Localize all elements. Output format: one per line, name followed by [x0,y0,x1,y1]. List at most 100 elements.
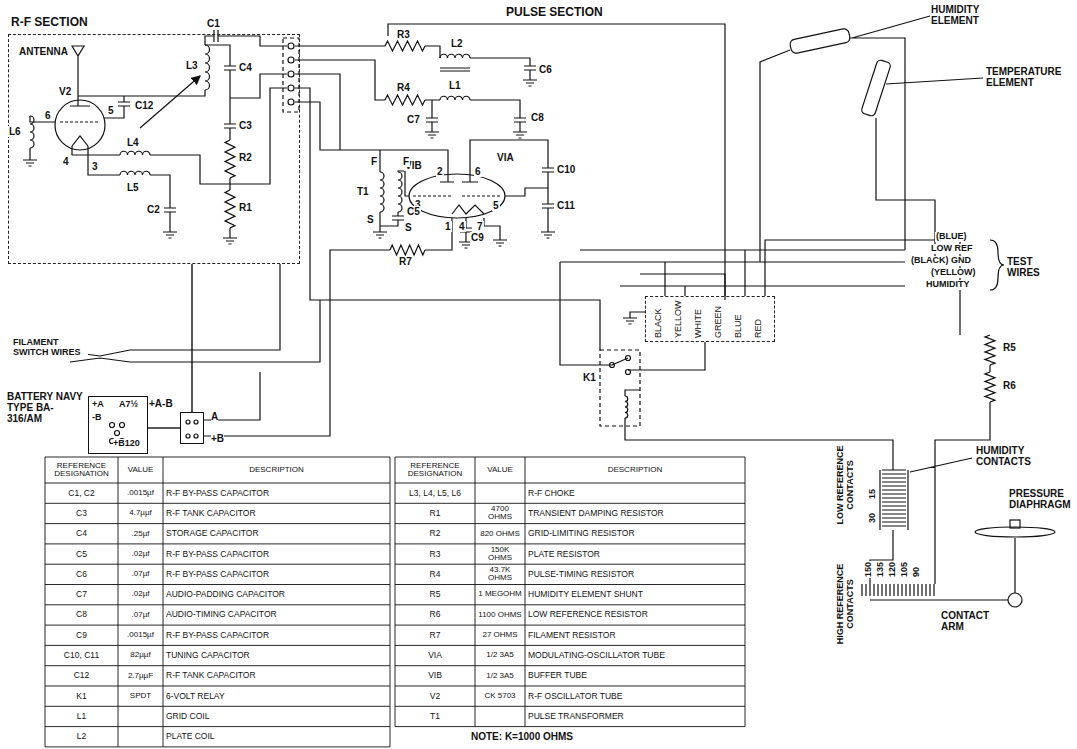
pin-label: -B [92,413,102,423]
coil-symbol [398,172,402,212]
table-cell: L3, L4, L5, L6 [395,483,475,503]
part-label: K1 [582,372,597,383]
part-label: F [402,156,410,167]
terminal-color: WHITE [694,309,704,338]
table-cell: 820 OHMS [475,524,525,544]
relay-housing [600,350,640,426]
resistor-symbol [985,372,995,402]
part-label: PRESSURE DIAPHRAGM [1008,488,1076,510]
generated-parts [23,41,995,747]
table-cell: AUDIO-PADDING CAPACITOR [163,585,390,605]
table-cell: PLATE RESISTOR [525,544,745,564]
part-label: (BLUE) [935,232,968,242]
callout-number: 150 [864,561,874,578]
table-cell: PULSE-TIMING RESISTOR [525,564,745,584]
part-label: C9 [470,232,485,243]
terminal-color: RED [754,319,764,338]
battery-box: BATTERY NAVY TYPE BA-316/AM+A-BA7½+B120 [88,396,148,454]
part-label: T1 [356,186,370,197]
part-label: C10 [556,164,576,175]
terminal-color: BLACK [654,308,664,338]
ground-symbol [493,240,507,246]
table-cell: .07µf [118,564,163,584]
coil-symbol [440,96,470,100]
resistor-symbol [390,245,425,255]
table-cell: CK 5703 [475,686,525,706]
pin-label: +B120 [113,439,140,449]
wires [30,16,1055,607]
filament [72,136,88,146]
part-label: R7 [398,256,413,267]
callout-number: 135 [876,561,886,578]
terminal-color: BLUE [734,314,744,338]
table-cell: C10, C11 [45,645,118,665]
table-cell: 27 OHMS [475,625,525,645]
table-cell: R-F BY-PASS CAPACITOR [163,564,390,584]
table-cell: STORAGE CAPACITOR [163,524,390,544]
part-label: CONTACT ARM [940,610,1002,632]
terminal-strip [283,38,299,112]
table-cell: C12 [45,666,118,686]
ground-symbol [523,80,537,86]
callout-number: 5 [107,105,115,116]
table-cell: AUDIO-TIMING CAPACITOR [163,605,390,625]
table-cell: C8 [45,605,118,625]
ground-symbol [541,232,555,238]
table-cell: 1/2 3A5 [475,666,525,686]
coil-symbol [380,172,384,212]
plug-pin [186,420,198,438]
part-label: TEST WIRES [1006,256,1068,278]
table-cell: R-F CHOKE [525,483,745,503]
table-cell: R1 [395,503,475,523]
section-outline [388,24,725,300]
callout-number: 1 [444,221,452,232]
table-cell: PULSE TRANSFORMER [525,706,745,726]
resistor-symbol [385,95,425,105]
part-label: C1 [206,18,221,29]
part-label: C5 [406,206,421,217]
section-box: R-F SECTION [8,34,300,264]
callout-number: 5 [492,200,500,211]
callout-number: 120 [888,561,898,578]
coil-symbol [120,151,150,155]
table-cell: R7 [395,625,475,645]
callout-number: 4 [458,221,466,232]
part-label: R5 [1002,342,1017,353]
table-cell: 1/2 3A5 [475,645,525,665]
part-label: S [404,222,413,233]
coil-symbol [440,54,470,58]
part-label: L3 [185,60,199,71]
part-label: FILAMENT SWITCH WIRES [12,338,88,358]
coil-symbol [30,116,34,148]
table-cell: PLATE COIL [163,727,390,747]
table-cell: 43.7K OHMS [475,564,525,584]
table-cell: TUNING CAPACITOR [163,645,390,665]
table-cell: 2.7µµF [118,666,163,686]
resistor-symbol [985,335,995,365]
table-cell: C5 [45,544,118,564]
part-label: C2 [146,204,161,215]
cable-wire [191,264,192,412]
part-label: L2 [450,38,464,49]
table-cell: VIA [395,645,475,665]
terminal-color: GREEN [714,306,724,338]
ground-symbol [373,232,387,238]
callout-number: 6 [474,166,482,177]
part-label: L4 [126,137,140,148]
pin-label: A [211,411,218,422]
coil-symbol [205,45,210,90]
ground-symbol [23,160,37,166]
low-reference-contacts [882,470,906,526]
table-cell: R-F TANK CAPACITOR [163,503,390,523]
callout-number: 15 [868,488,878,500]
table-header: REFERENCE DESIGNATION [395,457,475,483]
table-cell: R-F BY-PASS CAPACITOR [163,544,390,564]
part-label: HIGH REFERENCE CONTACTS [836,558,856,650]
table-cell: C1, C2 [45,483,118,503]
table-cell: MODULATING-OSCILLATOR TUBE [525,645,745,665]
grid-line [60,122,502,196]
table-cell: GRID COIL [163,706,390,726]
node-heading: BATTERY NAVY TYPE BA-316/AM [7,391,83,424]
table-cell: 4.7µµf [118,503,163,523]
